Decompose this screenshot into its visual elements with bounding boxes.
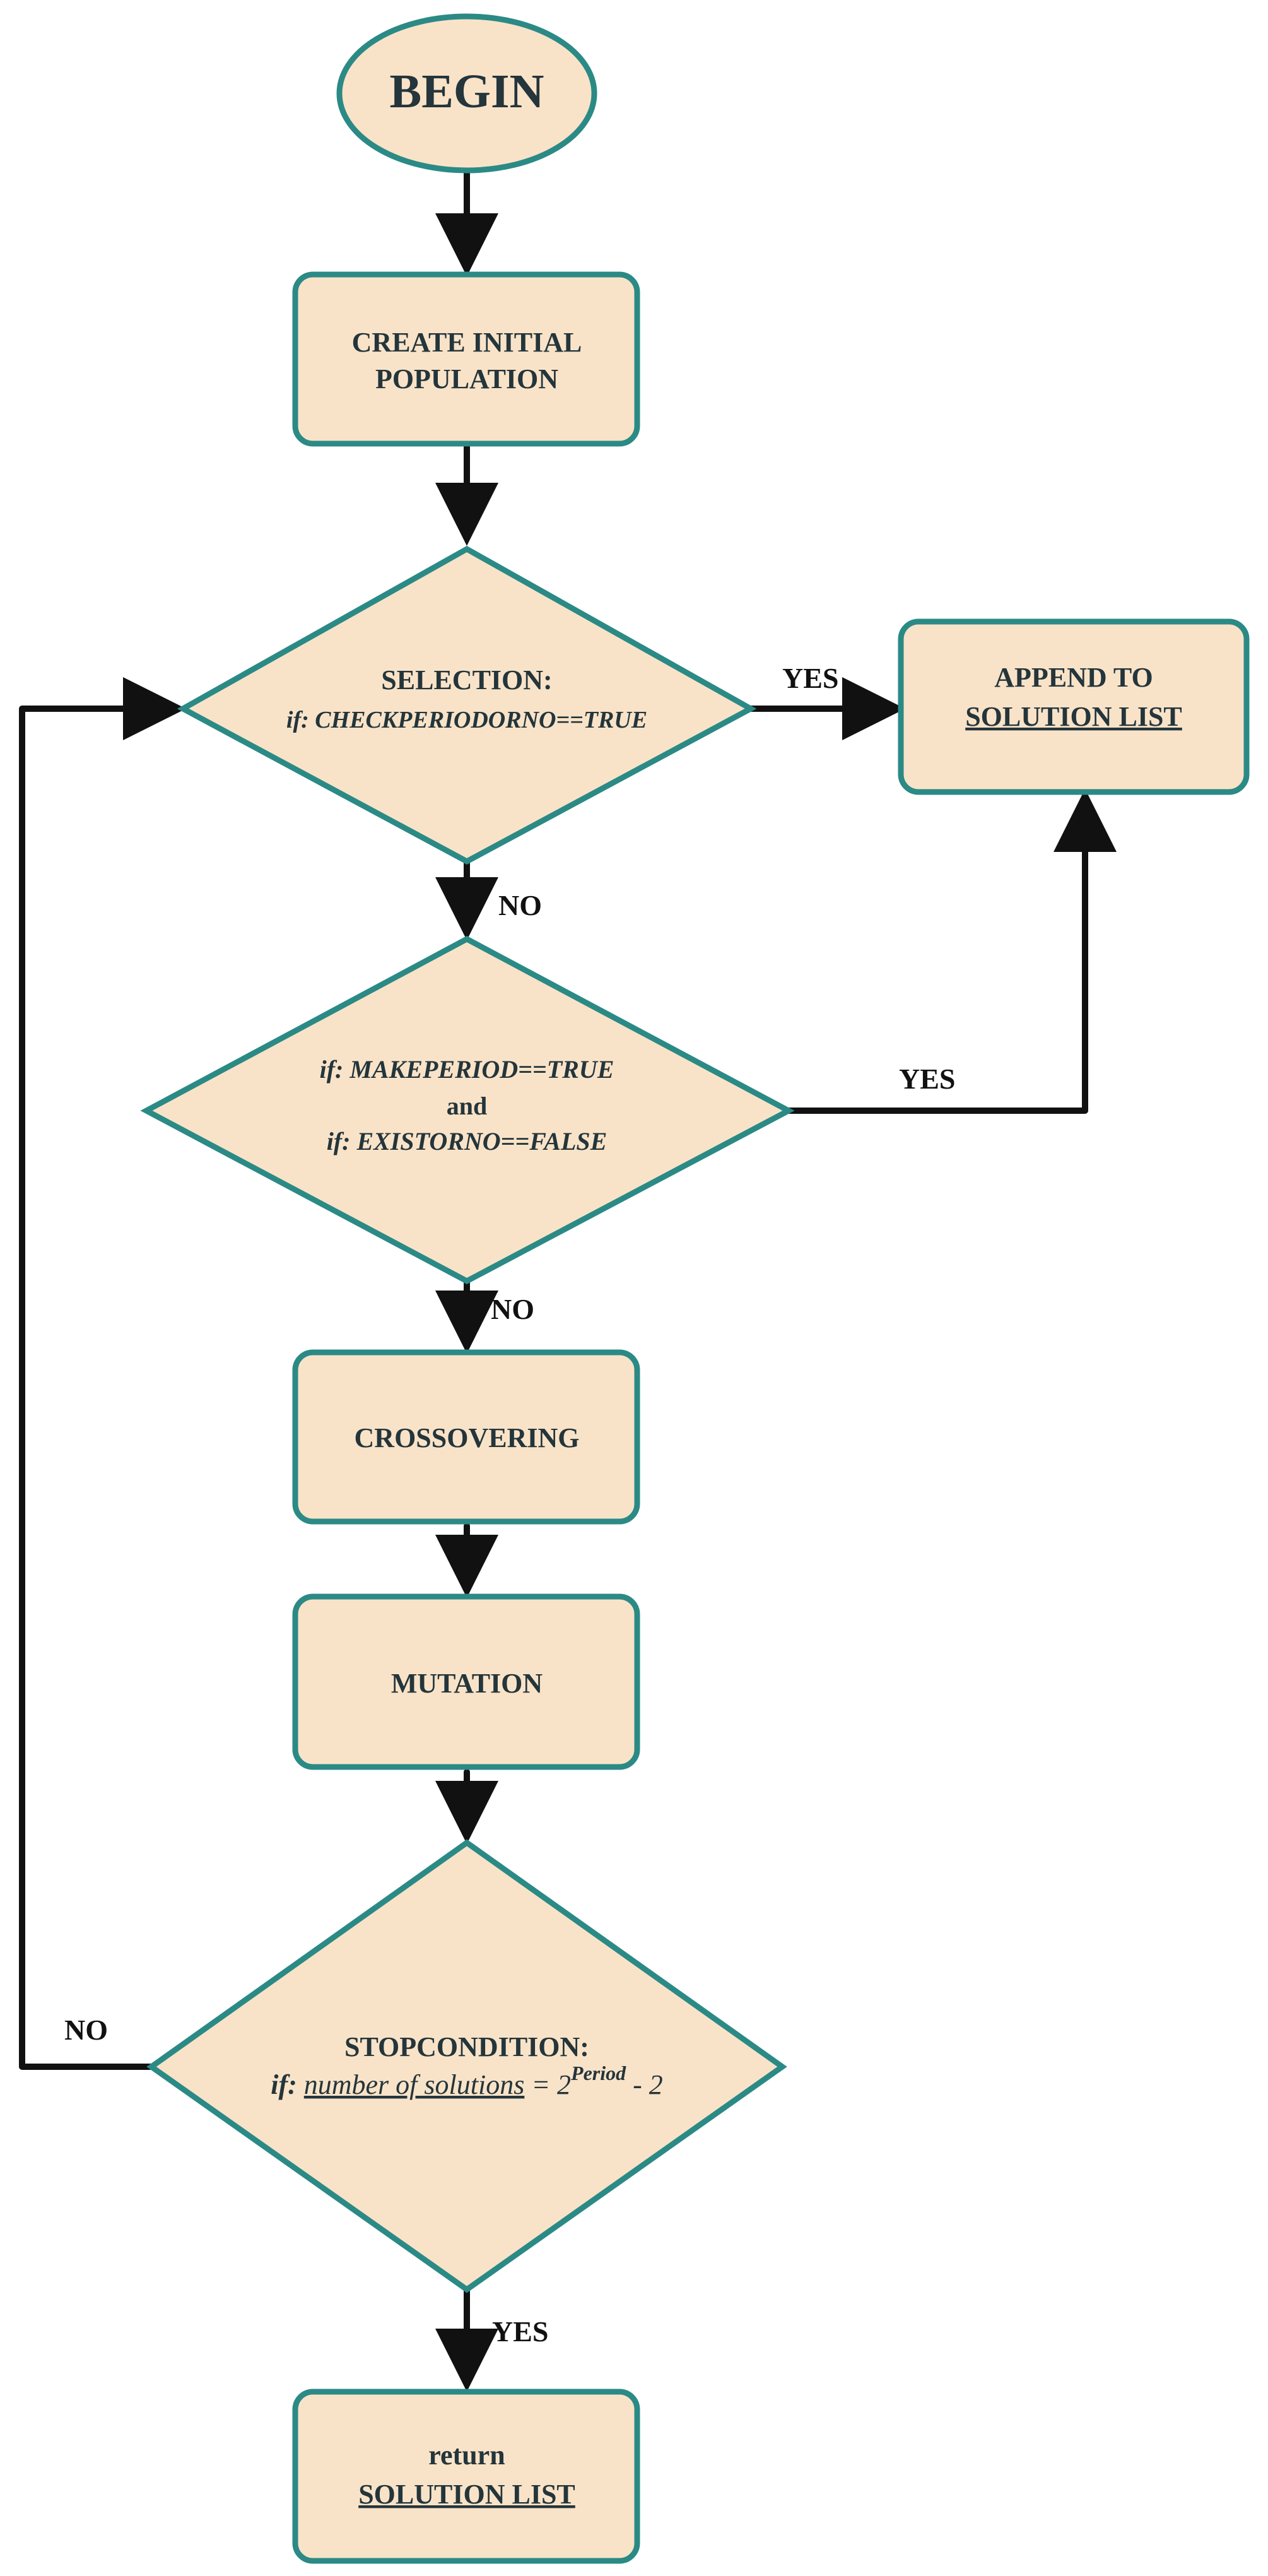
makeperiod-shape	[140, 935, 795, 1285]
mutation-label: MUTATION	[391, 1668, 543, 1699]
makeperiod-no-label: NO	[491, 1293, 534, 1325]
stop-condition-line1: STOPCONDITION:	[344, 2031, 589, 2062]
selection-line1: SELECTION:	[381, 665, 552, 695]
return-solution-node: return SOLUTION LIST	[292, 2389, 640, 2564]
stop-yes-label: YES	[492, 2315, 548, 2348]
create-population-line2: POPULATION	[375, 363, 558, 394]
return-solution-line1: return	[428, 2440, 505, 2471]
selection-condition: if: CHECKPERIODORNO==TRUE	[286, 707, 647, 733]
append-solution-shape	[898, 618, 1250, 795]
selection-yes-label: YES	[782, 662, 838, 694]
stop-condition-equals: = 2	[524, 2069, 571, 2100]
stop-condition-shape	[146, 1839, 787, 2293]
stop-condition-superscript: Period	[570, 2062, 626, 2084]
append-solution-node: APPEND TO SOLUTION LIST	[898, 618, 1250, 795]
stop-condition-formula: if: number of solutions = 2Period - 2	[271, 2062, 663, 2100]
mutation-node: MUTATION	[292, 1593, 640, 1770]
mutation-shape	[292, 1593, 640, 1770]
create-population-node: CREATE INITIAL POPULATION	[292, 271, 640, 447]
stop-condition-underlined: number of solutions	[304, 2069, 525, 2100]
edges	[19, 168, 1117, 2392]
return-solution-shape	[292, 2389, 640, 2564]
begin-node: BEGIN	[336, 13, 597, 174]
crossover-shape	[292, 1349, 640, 1525]
stop-condition-suffix: - 2	[626, 2069, 663, 2100]
makeperiod-line2: and	[447, 1092, 488, 1120]
selection-decision: SELECTION: if: CHECKPERIODORNO==TRUE	[177, 545, 757, 865]
begin-label: BEGIN	[390, 65, 544, 118]
append-solution-line1: APPEND TO	[994, 662, 1153, 693]
crossover-label: CROSSOVERING	[355, 1422, 580, 1453]
makeperiod-yes-label: YES	[899, 1063, 955, 1095]
makeperiod-line1: if: MAKEPERIOD==TRUE	[320, 1055, 614, 1084]
arrow-makeperiod-yes-to-append	[785, 789, 1117, 1114]
return-solution-line2: SOLUTION LIST	[358, 2479, 575, 2510]
create-population-shape	[292, 271, 640, 447]
selection-shape	[177, 545, 757, 865]
makeperiod-decision: if: MAKEPERIOD==TRUE and if: EXISTORNO==…	[140, 935, 795, 1285]
append-solution-line2: SOLUTION LIST	[965, 701, 1182, 732]
arrow-stop-no-loop-to-selection	[19, 677, 186, 2070]
selection-no-label: NO	[498, 889, 542, 921]
stop-condition-decision: STOPCONDITION: if: number of solutions =…	[146, 1839, 787, 2293]
makeperiod-line3: if: EXISTORNO==FALSE	[327, 1127, 608, 1155]
begin-shape	[336, 13, 597, 174]
create-population-line1: CREATE INITIAL	[352, 327, 582, 358]
crossover-node: CROSSOVERING	[292, 1349, 640, 1525]
stop-no-label: NO	[64, 2014, 108, 2046]
stop-condition-prefix: if:	[271, 2069, 304, 2100]
